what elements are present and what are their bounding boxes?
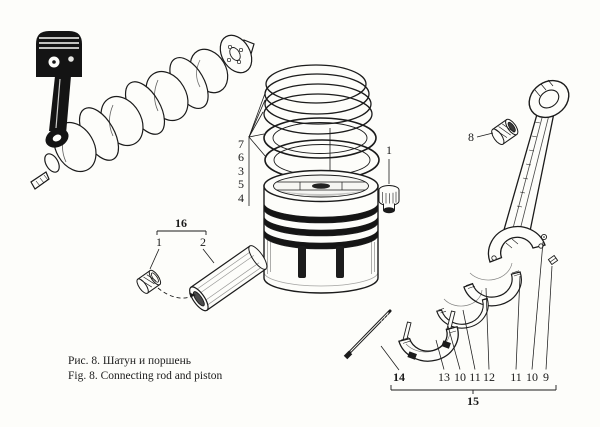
- bottom-callout-lines: [380, 241, 557, 394]
- callout-ring-5: 5: [238, 177, 244, 191]
- callout-ring-3: 3: [238, 164, 244, 178]
- callout-plug-1: 1: [386, 143, 392, 157]
- connecting-rod: [476, 79, 570, 266]
- rod-cap: [398, 310, 459, 362]
- piston-pin: [189, 245, 268, 312]
- assembled-piston: [36, 31, 82, 148]
- pin-plug-detail: [136, 269, 162, 294]
- callout-ring-4: 4: [238, 191, 244, 205]
- piston-rings: [263, 64, 380, 181]
- callout-9: 9: [543, 370, 549, 384]
- caption-english: Fig. 8. Connecting rod and piston: [68, 370, 223, 382]
- callout-bolt-14: 14: [393, 370, 405, 384]
- bearing-shell-upper: [463, 262, 522, 307]
- small-end-bushing: [491, 118, 519, 145]
- callout-assembly-15: 15: [467, 394, 479, 408]
- crankshaft-piston-assembly: [30, 31, 255, 190]
- rod-bolt-long: [343, 309, 392, 360]
- ring-callout-lines: [248, 87, 268, 206]
- caption-russian: Рис. 8. Шатун и поршень: [68, 355, 191, 367]
- callout-bushing-8: 8: [468, 130, 474, 144]
- callout-pin-2: 2: [200, 235, 206, 249]
- bearing-shells-and-cap: [343, 262, 522, 362]
- callout-13: 13: [438, 370, 450, 384]
- callout-12: 12: [483, 370, 495, 384]
- callout-group-16: 16: [175, 216, 187, 230]
- piston: [263, 128, 379, 294]
- callout-ring-6: 6: [238, 150, 244, 164]
- callout-11a: 11: [469, 370, 481, 384]
- callout-pin-plug-1: 1: [156, 235, 162, 249]
- pin-plug-installed: [378, 159, 400, 214]
- callout-ring-7: 7: [238, 137, 244, 151]
- callout-10a: 10: [454, 370, 466, 384]
- callout-11b: 11: [510, 370, 522, 384]
- piston-pin-group: [136, 230, 268, 312]
- callout-10b: 10: [526, 370, 538, 384]
- bearing-shell-lower: [436, 289, 489, 329]
